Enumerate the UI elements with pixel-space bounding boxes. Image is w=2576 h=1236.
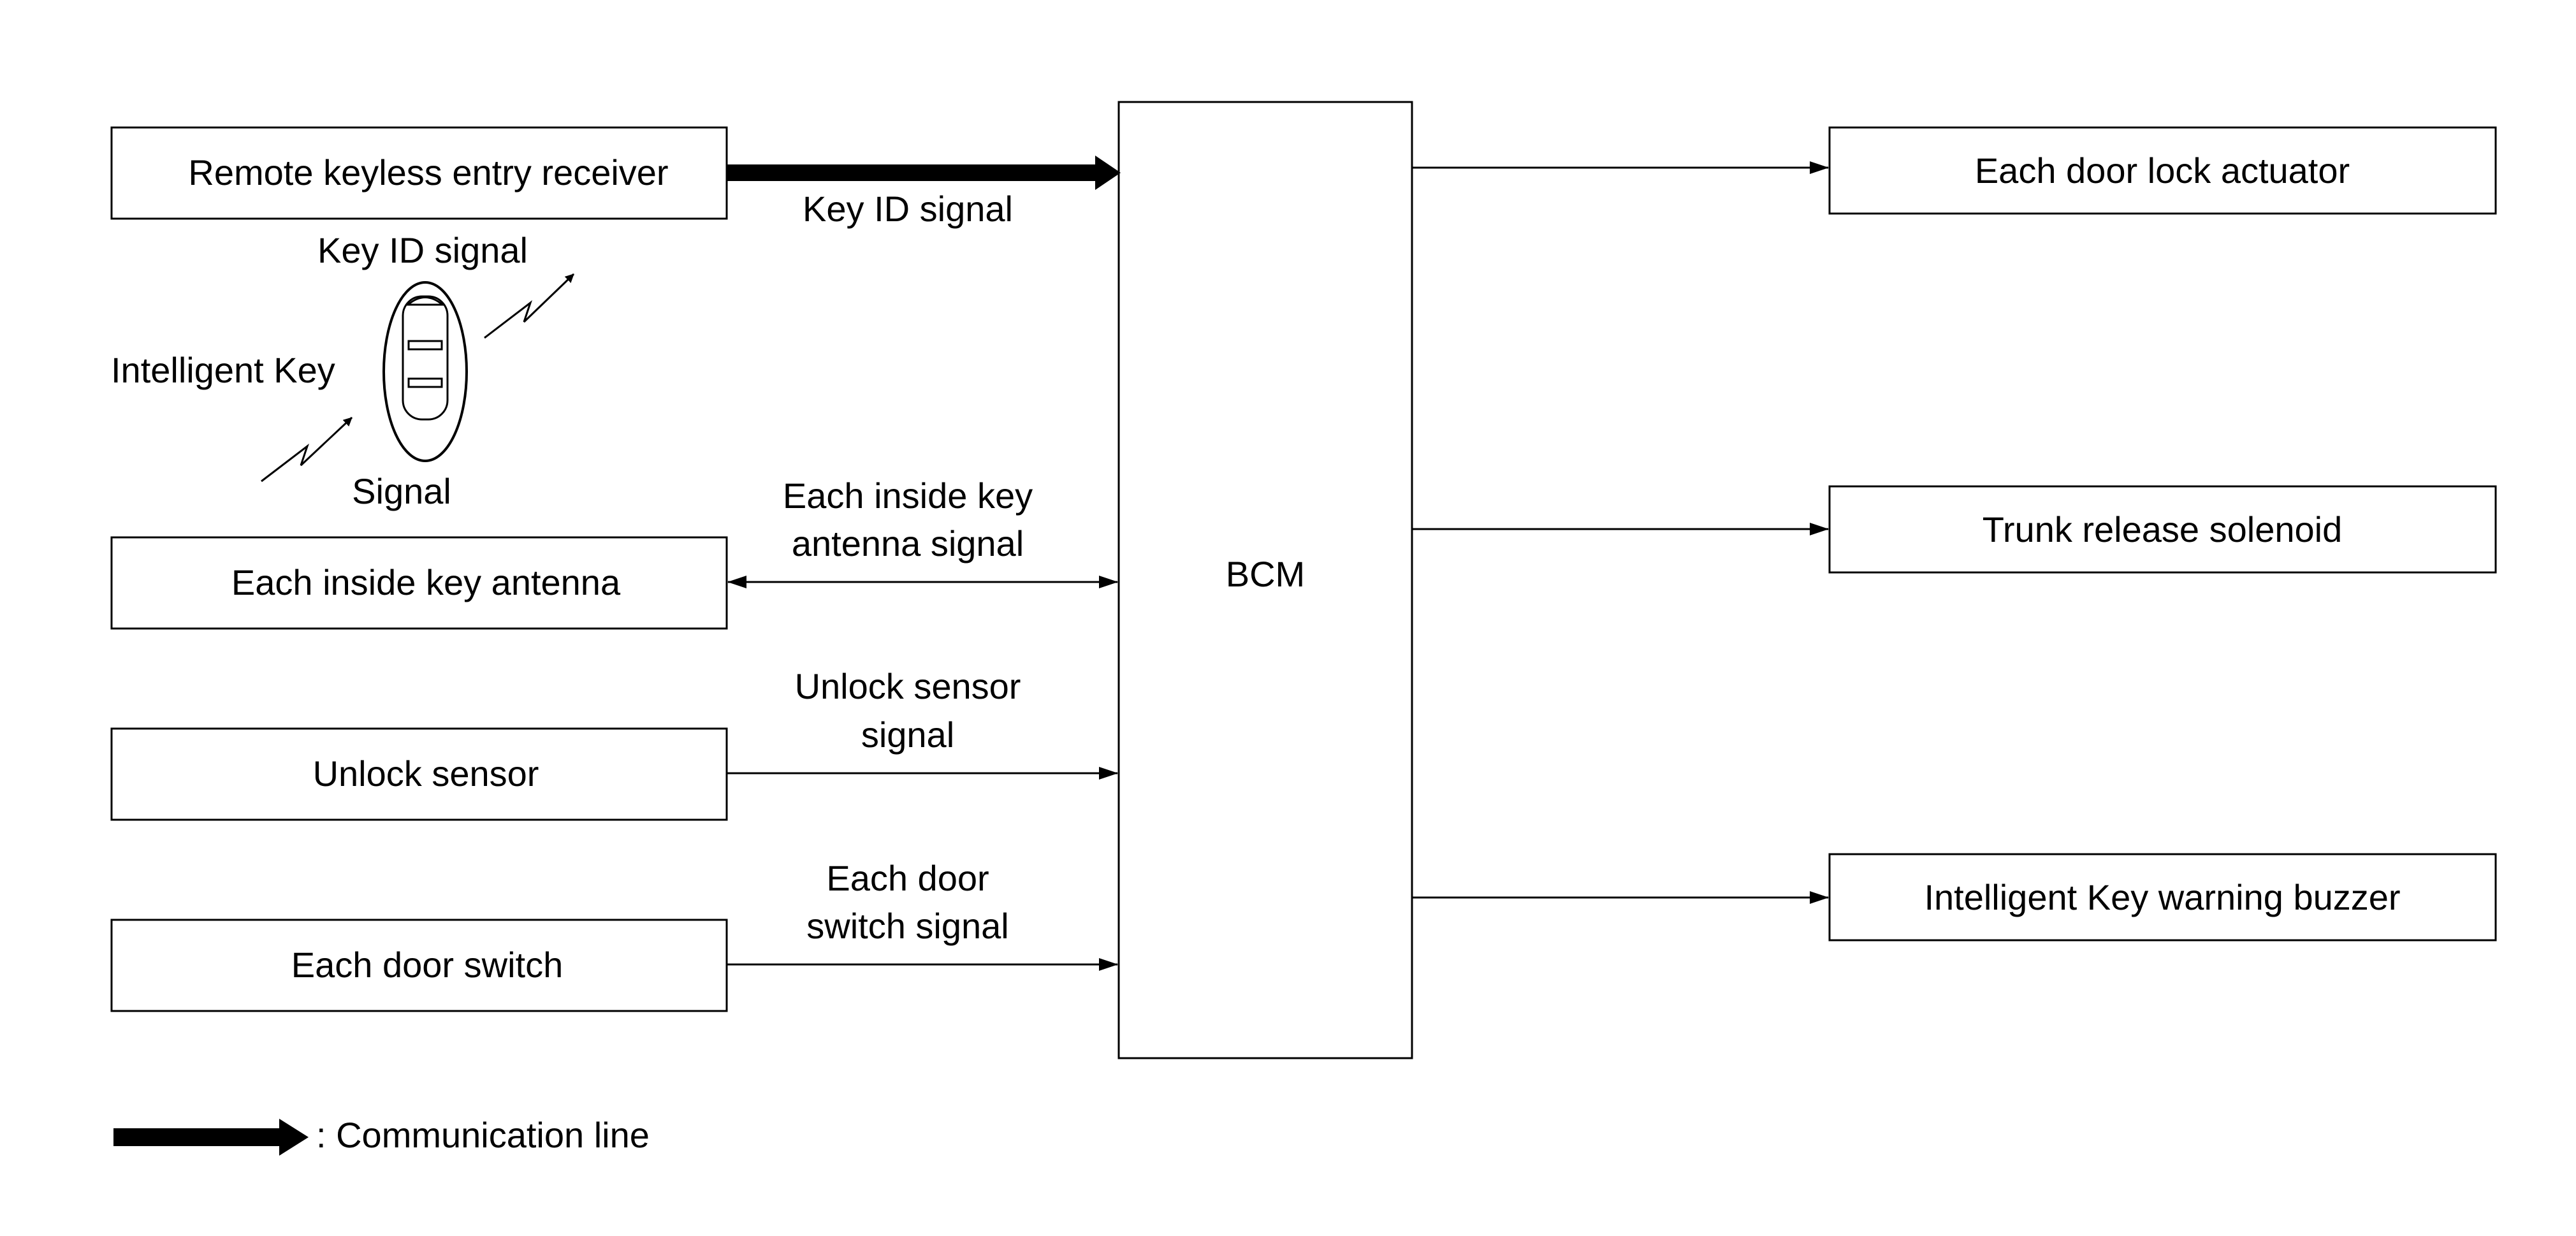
intelligent-key-label: Intelligent Key [111,350,335,390]
key-id-signal-wireless-label: Key ID signal [317,230,528,270]
legend-label: : Communication line [316,1115,650,1155]
unlock-sensor-label: Unlock sensor [313,753,539,794]
legend-thick-line [113,1128,280,1146]
unlock-sensor-box: Unlock sensor [110,727,728,821]
signal-wireless-icon [261,416,353,483]
antenna-signal-label-2: antenna signal [792,523,1024,563]
inside-antenna-label: Each inside key antenna [231,562,621,602]
intelligent-key-icon [382,281,468,462]
trunk-solenoid-label: Trunk release solenoid [1983,509,2342,549]
antenna-signal-label-1: Each inside key [783,476,1033,516]
remote-receiver-label: Remote keyless entry receiver [188,152,668,193]
trunk-release-solenoid-box: Trunk release solenoid [1828,485,2497,574]
legend: : Communication line [113,1115,650,1156]
inside-key-antenna-box: Each inside key antenna [110,536,728,630]
key-id-signal-label: Key ID signal [803,189,1013,229]
unlock-signal-label-1: Unlock sensor [795,666,1021,706]
communication-line-key-id [727,156,1121,190]
door-switch-label: Each door switch [291,945,563,985]
door-switch-box: Each door switch [110,919,728,1012]
bcm-box: BCM [1117,101,1413,1059]
door-signal-label-2: switch signal [806,906,1008,946]
door-lock-actuator-box: Each door lock actuator [1828,126,2497,215]
signal-label: Signal [352,471,451,511]
remote-keyless-entry-receiver-box: Remote keyless entry receiver [110,126,728,220]
warning-buzzer-box: Intelligent Key warning buzzer [1828,853,2497,942]
door-signal-label-1: Each door [826,858,989,898]
unlock-signal-label-2: signal [861,715,954,755]
warning-buzzer-label: Intelligent Key warning buzzer [1924,877,2400,917]
bcm-label: BCM [1226,554,1305,594]
door-lock-actuator-label: Each door lock actuator [1975,150,2350,191]
key-id-wireless-signal-icon [484,273,575,339]
legend-arrow-icon [279,1119,309,1156]
